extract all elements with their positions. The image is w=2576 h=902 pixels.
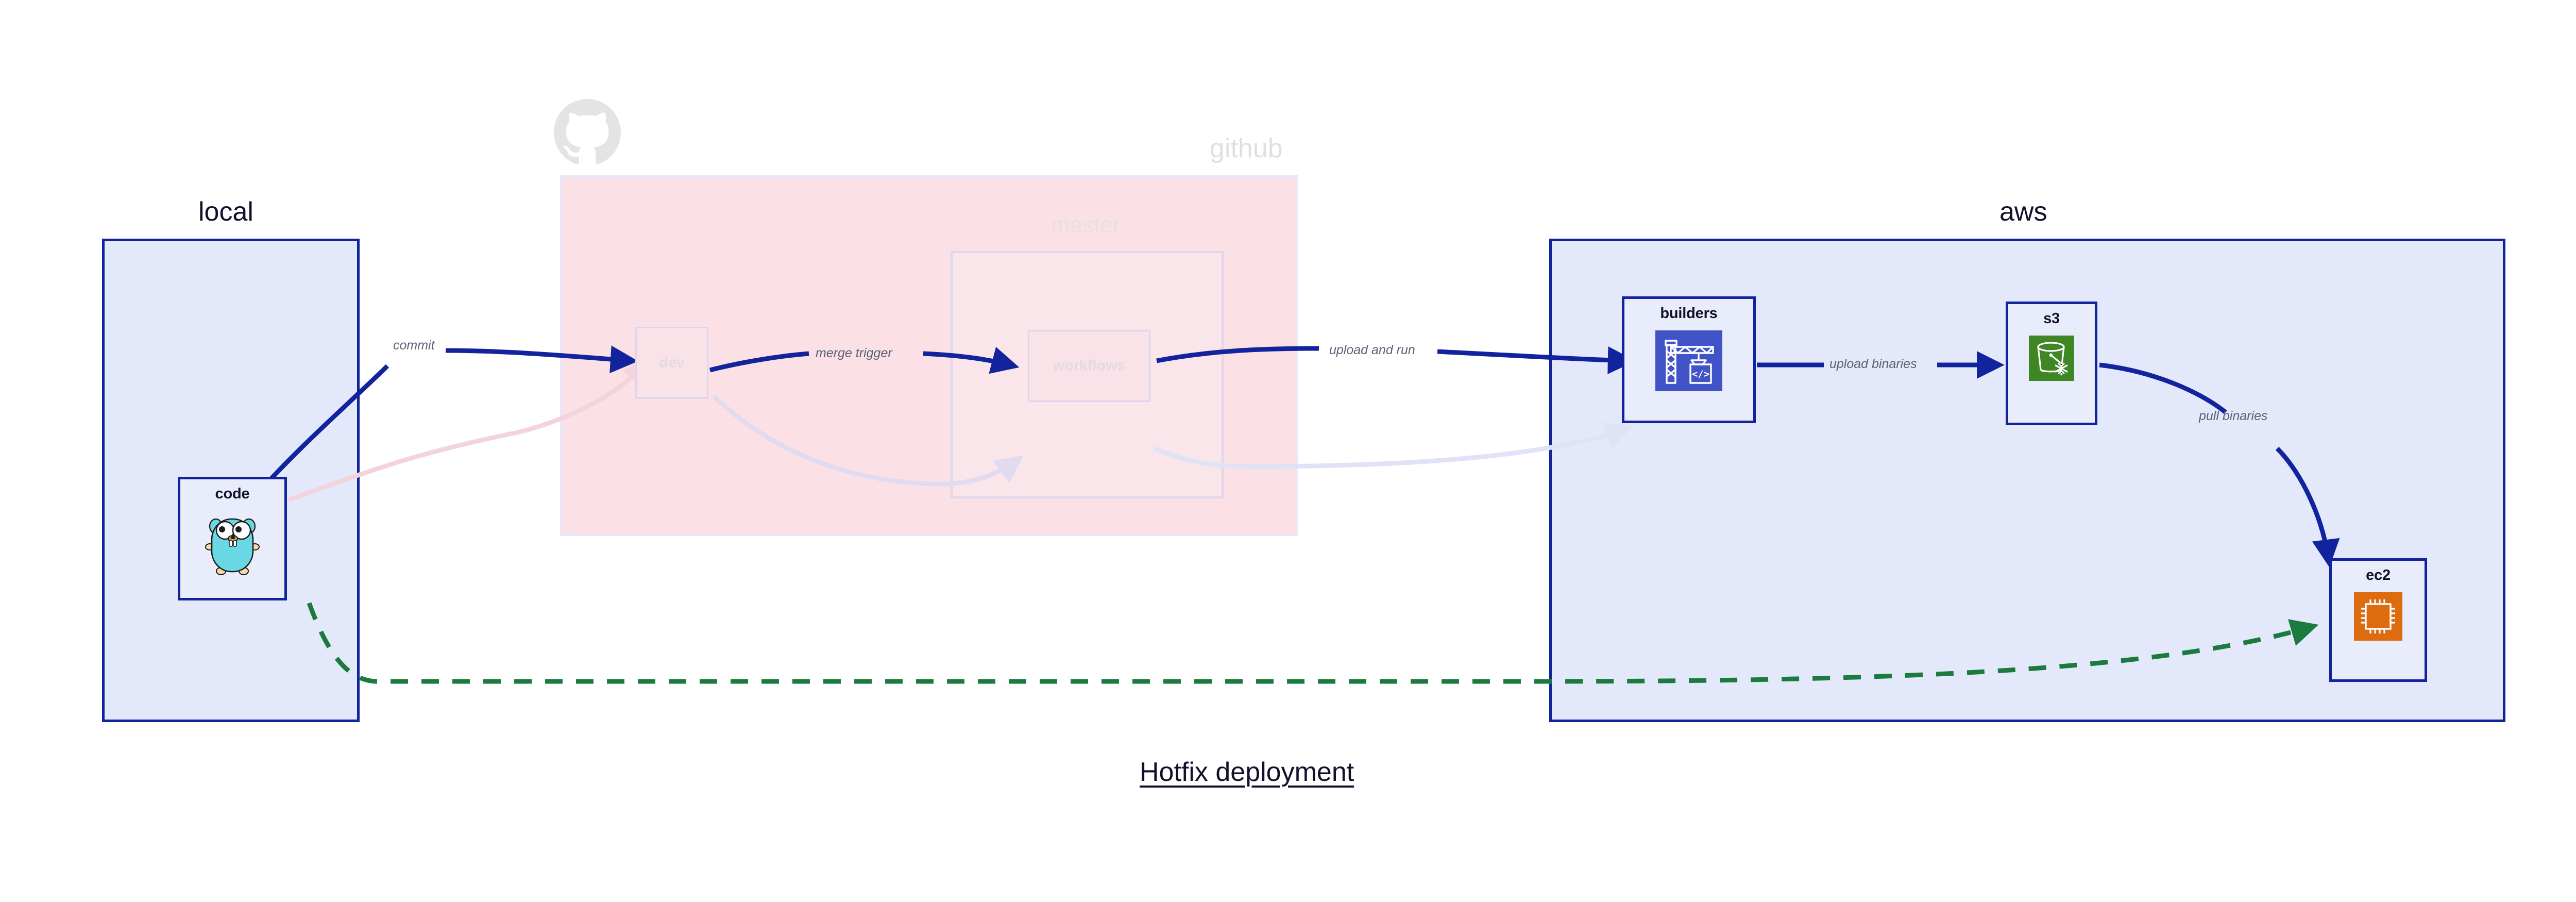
aws-codebuild-crane-icon: </> [1655, 330, 1722, 394]
aws-ec2-chip-icon [2354, 592, 2402, 643]
edge-label-upload-binaries: upload binaries [1829, 357, 1917, 371]
node-workflows[interactable]: workflows [1028, 330, 1150, 402]
node-builders-label: builders [1660, 305, 1718, 322]
cluster-aws-label: aws [1999, 197, 2047, 227]
node-code[interactable]: code [178, 477, 287, 600]
diagram-title: Hotfix deployment [1140, 757, 1354, 787]
edge-label-commit: commit [393, 338, 435, 353]
edge-label-merge-trigger: merge trigger [816, 346, 892, 360]
github-octocat-icon [554, 99, 621, 166]
aws-s3-bucket-icon [2029, 336, 2074, 383]
edge-label-pull-binaries: pull binaries [2199, 409, 2268, 423]
node-ec2[interactable]: ec2 [2329, 558, 2427, 682]
cluster-master-label: master [1051, 212, 1121, 238]
node-code-label: code [215, 486, 250, 502]
go-gopher-icon [204, 511, 261, 578]
node-workflows-label: workflows [1053, 357, 1125, 374]
cluster-local-label: local [198, 197, 253, 227]
node-s3[interactable]: s3 [2006, 302, 2097, 425]
node-dev[interactable]: dev [635, 327, 708, 399]
node-s3-label: s3 [2043, 310, 2060, 327]
node-dev-label: dev [659, 354, 685, 371]
cluster-github-label: github [1210, 133, 1283, 163]
node-ec2-label: ec2 [2366, 567, 2391, 583]
node-builders[interactable]: builders [1622, 296, 1756, 423]
svg-text:</>: </> [1692, 369, 1709, 380]
edge-label-upload-and-run: upload and run [1329, 343, 1415, 357]
